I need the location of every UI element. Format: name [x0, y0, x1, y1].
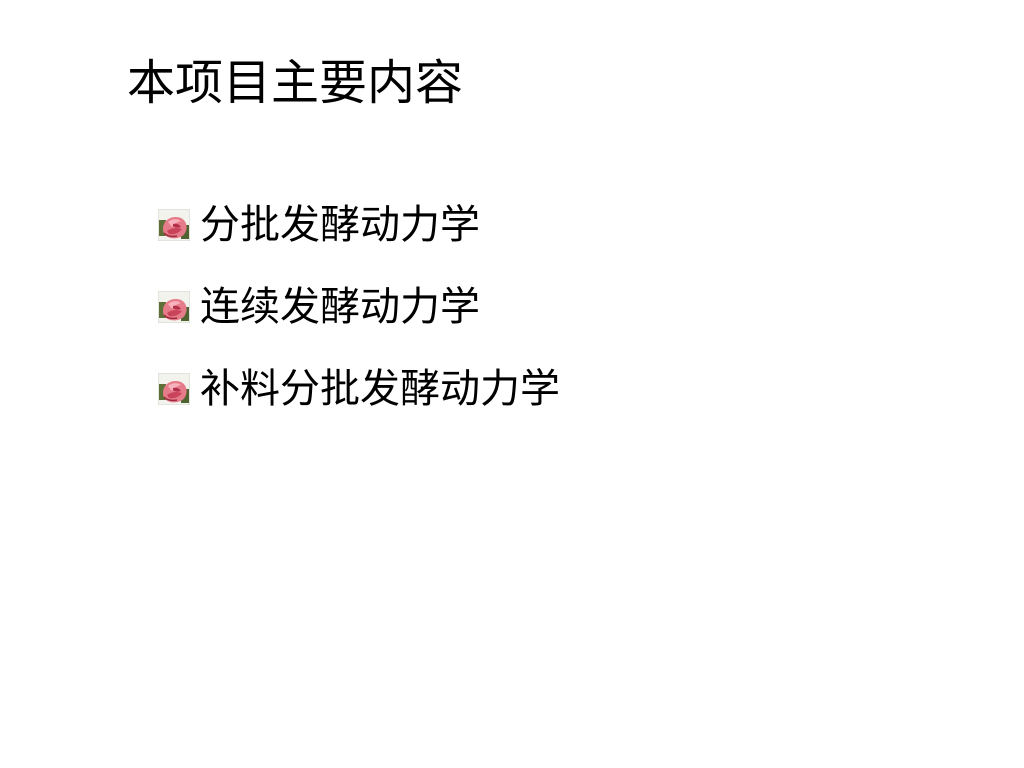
bullet-item: 连续发酵动力学: [158, 278, 560, 336]
bullet-list: 分批发酵动力学 连续发酵动力学: [158, 196, 560, 442]
bullet-text: 分批发酵动力学: [200, 202, 480, 248]
bullet-text: 补料分批发酵动力学: [200, 366, 560, 412]
flower-bullet-icon: [158, 373, 190, 405]
bullet-text: 连续发酵动力学: [200, 284, 480, 330]
flower-bullet-icon: [158, 209, 190, 241]
bullet-item: 分批发酵动力学: [158, 196, 560, 254]
slide-title: 本项目主要内容: [127, 55, 464, 111]
flower-bullet-icon: [158, 291, 190, 323]
bullet-item: 补料分批发酵动力学: [158, 360, 560, 418]
